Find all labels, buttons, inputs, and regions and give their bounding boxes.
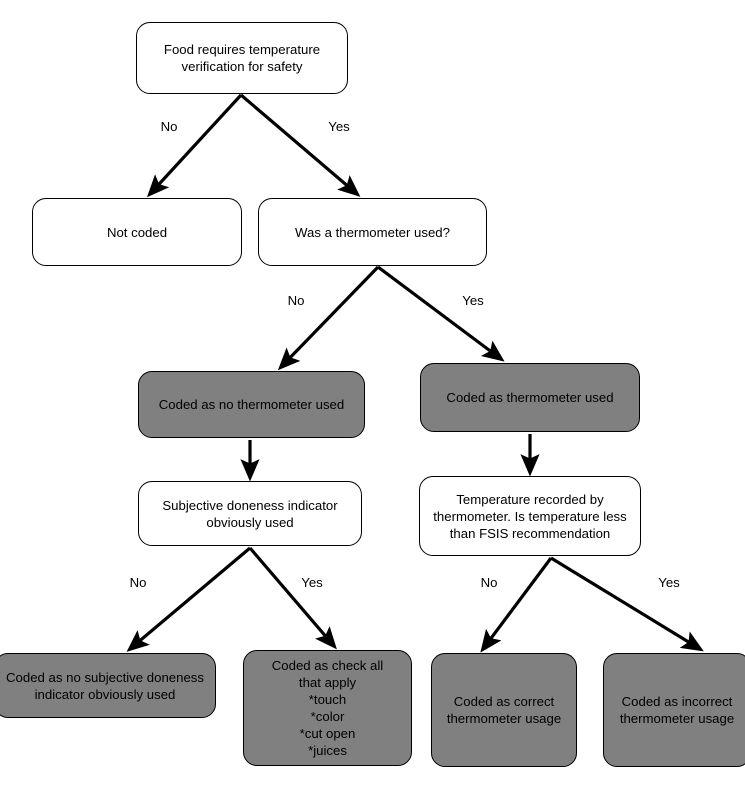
node-label: Food requires temperature verification f… <box>163 42 321 74</box>
edge-food-to-thermometer-question <box>239 93 361 197</box>
node-coded-as-check-all-that-apply: Coded as check all that apply *touch *co… <box>243 650 412 766</box>
node-label: Was a thermometer used? <box>295 224 450 240</box>
node-food-requires-temperature-verification: Food requires temperature verification f… <box>136 22 348 94</box>
edge-label-no-temperature: No <box>480 575 498 590</box>
node-not-coded: Not coded <box>32 198 242 266</box>
edge-label-yes-top: Yes <box>328 119 350 134</box>
node-coded-as-no-subjective-doneness-indicator: Coded as no subjective doneness indicato… <box>0 653 216 718</box>
node-label: Not coded <box>106 224 168 240</box>
node-temperature-recorded-by-thermometer: Temperature recorded by thermometer. Is … <box>419 476 641 556</box>
node-coded-as-incorrect-thermometer-usage: Coded as incorrect thermometer usage <box>603 653 745 767</box>
node-label: Coded as no subjective doneness indicato… <box>6 669 204 702</box>
edge-label-no-thermometer: No <box>287 293 305 308</box>
edge-thermometer-question-to-thermometer-used <box>377 265 505 362</box>
node-subjective-doneness-indicator-obviously-used: Subjective doneness indicator obviously … <box>138 481 362 546</box>
node-coded-as-no-thermometer-used: Coded as no thermometer used <box>138 371 365 438</box>
edge-temperature-to-incorrect-usage <box>550 556 704 652</box>
node-was-a-thermometer-used: Was a thermometer used? <box>258 198 487 266</box>
edge-thermometer-question-to-no-thermometer <box>277 265 380 371</box>
edge-label-yes-subjective: Yes <box>301 575 323 590</box>
node-label: Coded as check all that apply *touch *co… <box>271 658 384 758</box>
edge-label-no-subjective: No <box>129 575 147 590</box>
node-label: Temperature recorded by thermometer. Is … <box>433 491 627 541</box>
node-coded-as-correct-thermometer-usage: Coded as correct thermometer usage <box>431 653 577 767</box>
node-label: Coded as incorrect thermometer usage <box>619 694 735 726</box>
node-label: Coded as no thermometer used <box>158 397 345 412</box>
edge-label-yes-temperature: Yes <box>658 575 680 590</box>
edge-label-yes-thermometer: Yes <box>462 293 484 308</box>
edge-subjective-to-check-all <box>248 546 337 650</box>
edge-subjective-to-no-indicator <box>126 546 252 652</box>
node-label: Coded as thermometer used <box>446 390 614 405</box>
edge-temperature-to-correct-usage <box>480 557 553 653</box>
node-label: Coded as correct thermometer usage <box>446 694 562 726</box>
edge-label-no-top: No <box>160 119 178 134</box>
node-label: Subjective doneness indicator obviously … <box>162 497 338 530</box>
edge-food-to-not-coded <box>146 93 243 198</box>
node-coded-as-thermometer-used: Coded as thermometer used <box>420 363 640 432</box>
